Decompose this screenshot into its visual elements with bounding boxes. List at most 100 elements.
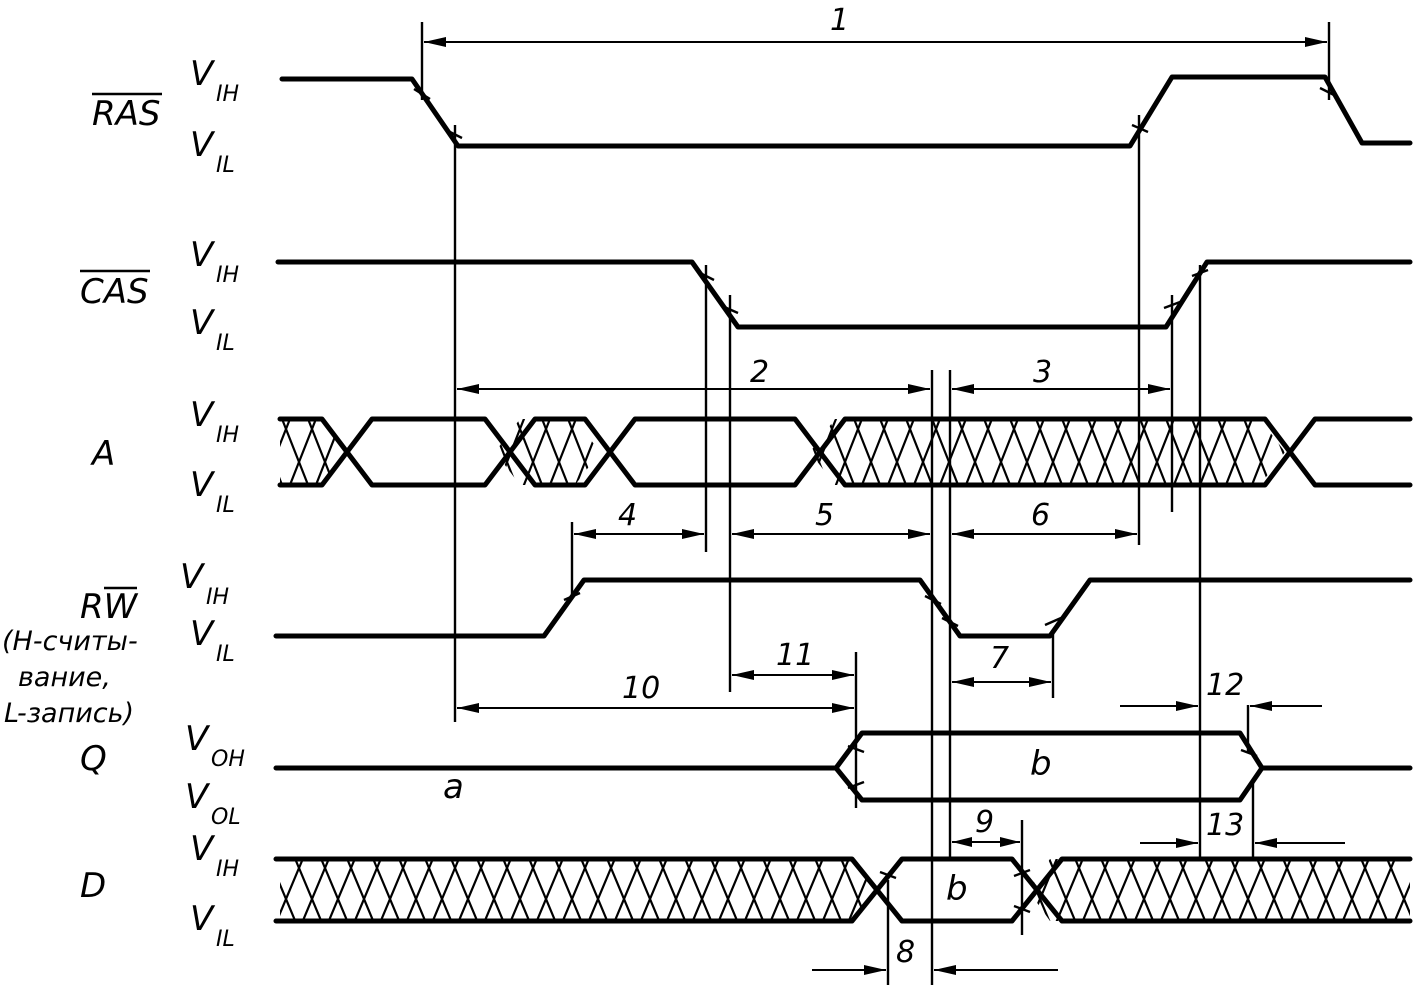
state-a-label: a [443, 767, 464, 807]
interval-10-label: 10 [622, 671, 660, 706]
rw-note-line1: (H-считы- [2, 626, 138, 657]
svg-text:IH: IH [206, 585, 229, 610]
svg-text:V: V [185, 719, 211, 759]
svg-text:V: V [185, 777, 211, 817]
tick [563, 591, 581, 602]
tick [721, 304, 739, 315]
interval-13-arrowheads [1176, 838, 1277, 848]
interval-3-label: 3 [1033, 355, 1052, 390]
cas-label: CAS [80, 269, 150, 312]
tick [1131, 123, 1149, 134]
svg-text:IL: IL [216, 642, 235, 667]
interval-9-label: 9 [975, 805, 994, 840]
a-label: A [90, 434, 115, 474]
rw-note-line3: L-запись) [4, 698, 134, 729]
rw-note-line2: вание, [18, 662, 111, 693]
d-hatch-2 [1028, 859, 1410, 921]
svg-text:V: V [190, 125, 216, 165]
tick [445, 128, 463, 140]
q-waveform [273, 730, 1413, 803]
d-label: D [80, 866, 106, 906]
svg-text:IL: IL [216, 927, 235, 952]
rw-waveform [273, 577, 1413, 639]
interval-12-label: 12 [1206, 668, 1244, 703]
q-voh-label: VOH [185, 719, 245, 772]
ras-vil-label: VIL [190, 125, 235, 178]
svg-text:CAS: CAS [80, 272, 149, 312]
q-state-b-label: b [1030, 744, 1052, 784]
interval-8-label: 8 [896, 935, 915, 970]
interval-12-arrowheads [1176, 701, 1272, 711]
svg-text:IH: IH [216, 82, 239, 107]
tick [847, 744, 865, 754]
svg-text:OH: OH [211, 747, 245, 772]
transition-ticks [413, 86, 1337, 914]
a-hatch-1 [280, 419, 347, 485]
tick [697, 270, 715, 282]
ras-vih-label: VIH [190, 54, 239, 107]
d-vih-label: VIH [190, 829, 239, 882]
d-state-b-label: b [946, 869, 968, 909]
svg-text:V: V [190, 235, 216, 275]
q-label: Q [80, 739, 107, 779]
tick [1163, 300, 1181, 310]
interval-7-arrowheads [952, 677, 1051, 687]
svg-text:IH: IH [216, 423, 239, 448]
svg-text:IH: IH [216, 857, 239, 882]
cas-waveform [275, 259, 1413, 330]
svg-text:IL: IL [216, 153, 235, 178]
interval-5-arrowheads [732, 529, 930, 539]
svg-text:IH: IH [216, 263, 239, 288]
tick [941, 616, 959, 628]
q-vol-label: VOL [185, 777, 241, 830]
interval-6-label: 6 [1031, 498, 1050, 533]
cas-vih-label: VIH [190, 235, 239, 288]
tick [1013, 904, 1031, 914]
interval-6-arrowheads [952, 529, 1137, 539]
interval-9-arrowheads [952, 837, 1020, 847]
interval-2-label: 2 [750, 355, 769, 390]
d-waveform [273, 856, 1413, 924]
tick [1191, 268, 1209, 278]
rw-vih-label: VIH [180, 557, 229, 610]
interval-8-arrowheads [864, 965, 956, 975]
svg-text:V: V [190, 614, 216, 654]
interval-numbers: 1 2 3 4 5 6 7 8 9 10 11 12 13 [618, 3, 1244, 970]
svg-text:V: V [190, 395, 216, 435]
svg-text:V: V [190, 899, 216, 939]
svg-text:V: V [190, 829, 216, 869]
tick [847, 780, 865, 790]
interval-13-label: 13 [1206, 808, 1244, 843]
svg-text:V: V [190, 303, 216, 343]
svg-text:OL: OL [211, 805, 241, 830]
rw-vil-label: VIL [190, 614, 235, 667]
interval-5-label: 5 [815, 498, 834, 533]
ras-waveform [279, 74, 1413, 149]
svg-text:RAS: RAS [92, 94, 160, 134]
ras-label: RAS [92, 92, 162, 134]
svg-text:V: V [190, 465, 216, 505]
reference-lines [420, 22, 1331, 985]
cas-vil-label: VIL [190, 303, 235, 356]
a-waveform [277, 416, 1413, 488]
interval-1-label: 1 [830, 3, 849, 38]
a-hatch-3 [810, 419, 1285, 485]
tick [924, 594, 942, 606]
tick [1240, 748, 1258, 758]
svg-text:V: V [190, 54, 216, 94]
svg-text:IL: IL [216, 493, 235, 518]
a-vil-label: VIL [190, 465, 235, 518]
interval-4-label: 4 [618, 498, 637, 533]
interval-11-label: 11 [776, 638, 814, 673]
rw-label: RW [80, 586, 139, 627]
tick [413, 87, 431, 101]
d-vil-label: VIL [190, 899, 235, 952]
tick [1044, 616, 1062, 627]
tick [1319, 86, 1337, 98]
interval-7-label: 7 [990, 641, 1009, 676]
tick [1013, 868, 1031, 878]
svg-text:IL: IL [216, 331, 235, 356]
tick [879, 870, 897, 880]
d-hatch-1 [280, 859, 877, 921]
